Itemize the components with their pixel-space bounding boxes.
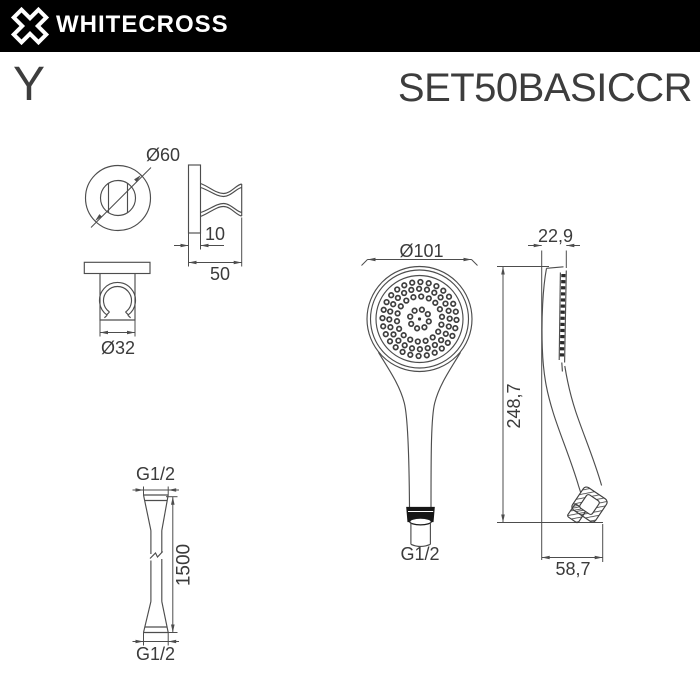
hose-view (132, 486, 179, 646)
dim-holder-clip-diameter: Ø32 (100, 337, 136, 358)
handshower-side-view (528, 243, 608, 562)
dim-hose-bottom-thread: G1/2 (135, 643, 176, 664)
handshower-front-view (361, 257, 603, 548)
model-code: SET50BASICCR (397, 66, 693, 110)
brand-name: WHITECROSS (56, 11, 229, 38)
series-title: Y (13, 58, 46, 111)
dim-hose-length: 1500 (173, 543, 194, 587)
dim-holder-plate-thickness: 10 (204, 223, 226, 244)
holder-front-view (84, 164, 152, 232)
dim-head-thickness: 22,9 (537, 225, 574, 246)
dim-handshower-height: 248,7 (504, 383, 524, 429)
dim-holder-front-diameter: Ø60 (145, 145, 181, 165)
whitecross-x-logo-icon (10, 6, 50, 46)
holder-side-view (174, 164, 243, 267)
dim-hose-top-thread: G1/2 (135, 464, 176, 484)
nozzle-dots (379, 278, 460, 360)
dim-handshower-bottom-width: 58,7 (555, 559, 591, 579)
holder-bottom-view (83, 261, 151, 337)
dim-head-diameter: Ø101 (399, 241, 444, 261)
brand-bar: WHITECROSS (0, 0, 700, 52)
dim-handshower-thread: G1/2 (400, 544, 440, 564)
dim-holder-depth: 50 (209, 263, 231, 284)
